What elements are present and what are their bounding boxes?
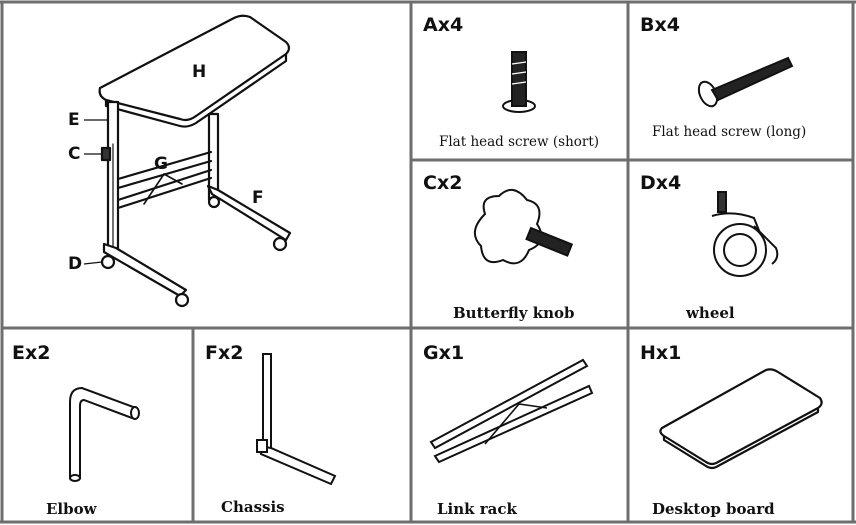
part-g-cell: Gx1 Link rack (413, 330, 626, 520)
part-e-caption: Elbow (46, 500, 97, 518)
short-screw-icon (489, 46, 549, 116)
label-e: E (68, 110, 80, 130)
assembly-panel: H E C G F D (4, 4, 409, 326)
part-g-code: Gx1 (423, 342, 465, 364)
elbow-icon (64, 378, 154, 488)
part-g-caption: Link rack (437, 500, 517, 518)
part-h-cell: Hx1 Desktop board (630, 330, 851, 520)
part-f-caption: Chassis (221, 498, 285, 516)
label-h: H (192, 62, 207, 82)
assembled-table-illustration (4, 4, 409, 326)
part-a-caption: Flat head screw (short) (439, 134, 600, 150)
part-h-caption: Desktop board (652, 500, 775, 518)
part-c-cell: Cx2 Butterfly knob (413, 162, 626, 326)
label-d: D (68, 254, 83, 274)
chassis-icon (251, 350, 341, 490)
part-c-caption: Butterfly knob (453, 304, 575, 322)
part-f-cell: Fx2 Chassis (195, 330, 409, 520)
part-a-cell: Ax4 Flat head screw (short) (413, 4, 626, 158)
long-screw-icon (692, 50, 802, 110)
part-e-cell: Ex2 Elbow (4, 330, 191, 520)
part-c-code: Cx2 (423, 172, 463, 194)
link-rack-icon (429, 356, 599, 466)
part-f-code: Fx2 (205, 342, 244, 364)
part-h-code: Hx1 (640, 342, 682, 364)
wheel-icon (702, 192, 792, 282)
part-a-code: Ax4 (423, 14, 464, 36)
part-d-code: Dx4 (640, 172, 682, 194)
part-b-code: Bx4 (640, 14, 680, 36)
leader-lines (4, 4, 409, 326)
label-g: G (154, 154, 168, 174)
part-e-code: Ex2 (12, 342, 51, 364)
label-f: F (252, 188, 264, 208)
part-b-cell: Bx4 Flat head screw (long) (630, 4, 851, 158)
butterfly-knob-icon (465, 184, 585, 284)
desktop-board-icon (658, 368, 828, 468)
part-b-caption: Flat head screw (long) (652, 124, 807, 140)
part-d-caption: wheel (686, 304, 735, 322)
part-d-cell: Dx4 wheel (630, 162, 851, 326)
label-c: C (68, 144, 81, 164)
